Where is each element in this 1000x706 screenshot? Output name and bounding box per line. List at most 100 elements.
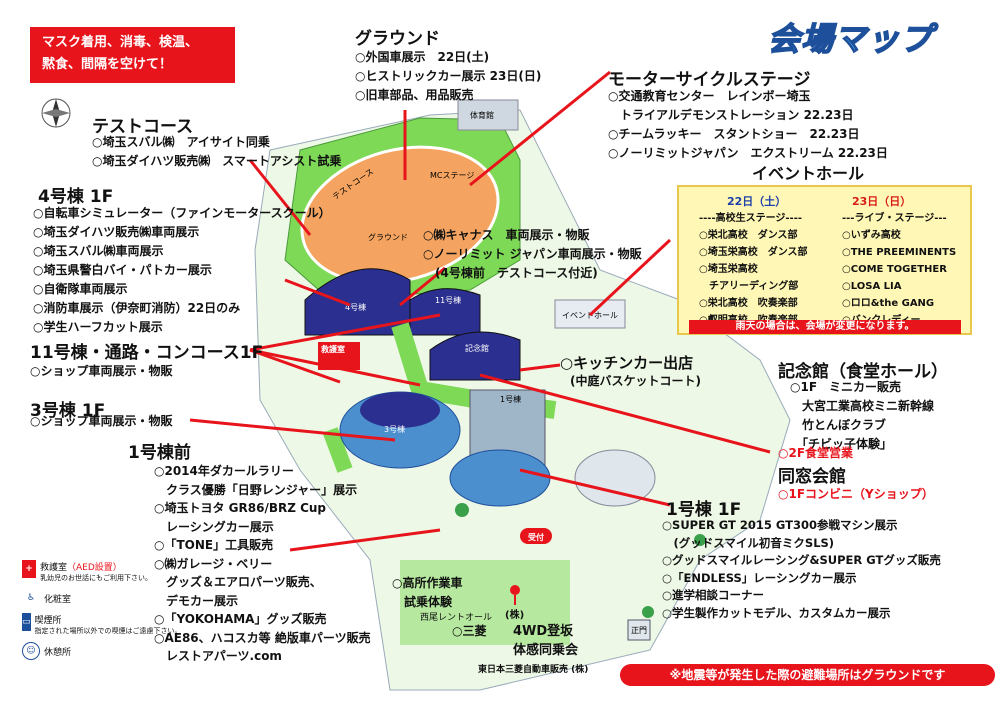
map-label-b3: 3号棟 [384, 424, 405, 434]
legend-first-aid-sub: 乳幼児のお世話にもご利用下さい。 [40, 574, 152, 582]
notice-line1: マスク着用、消毒、検温、 [42, 35, 199, 50]
event-day1-item: チアリーディング部 [699, 281, 799, 292]
motorcycle-item: トライアルデモンストレーション 22.23日 [608, 108, 854, 122]
event-day1-item: ○埼玉栄高校 ダンス部 [699, 247, 808, 258]
map-label-b11: 11号棟 [435, 295, 461, 305]
event-day2-item: ○COME TOGETHER [842, 264, 947, 275]
motorcycle-item: ○ノーリミットジャパン エクストリーム 22.23日 [608, 146, 888, 160]
b1-item: ○SUPER GT 2015 GT300参戦マシン展示 [662, 518, 898, 532]
kinenkan-header: 記念館（食堂ホール） [778, 362, 948, 382]
compass-icon [41, 98, 71, 128]
yonwd-company: 東日本三菱自動車販売 (株) [478, 665, 589, 675]
b1-front-item: ○2014年ダカールラリー [154, 464, 294, 478]
map-label-b1: 1号棟 [500, 394, 521, 404]
event-day1-item: ○栄北高校 ダンス部 [699, 230, 798, 241]
kitchen-sub: (中庭バスケットコート) [570, 374, 701, 388]
map-label-b4: 4号棟 [345, 302, 366, 312]
map-label-uketsuke: 受付 [528, 532, 544, 542]
test-course-header: テストコース [92, 117, 194, 137]
b11-header: 11号棟・通路・コンコース1F [30, 343, 264, 363]
takasho-items: ○高所作業車 試乗体験 [392, 574, 462, 612]
event-day2-item: ○ロロ&the GANG [842, 298, 935, 309]
tree-icon [642, 606, 654, 618]
ground-header: グラウンド [355, 29, 440, 49]
b1-header: 1号棟 1F [666, 500, 742, 520]
event-day2-stage: ---ライブ・ステージ--- [842, 213, 947, 224]
ground-item: ○外国車展示 22日(土) [355, 50, 490, 64]
map-label-event-hall: イベントホール [562, 311, 618, 320]
map-label-ground: グラウンド [368, 232, 408, 242]
event-day1-label: 22日（土） [727, 195, 787, 208]
kinenkan-2f: ○2F食堂営業 [778, 446, 854, 460]
event-day1-item: ○埼玉栄高校 [699, 264, 758, 275]
canas-item: ○ノーリミット ジャパン車両展示・物販 [423, 247, 642, 261]
mitsubishi-kabu: (株) [505, 610, 525, 621]
b1-front-item: グッズ＆エアロパーツ販売、 [154, 575, 322, 589]
dousoukai-item: ○1Fコンビニ（Yショップ） [778, 487, 934, 501]
test-course-item: ○埼玉スバル㈱ アイサイト同乗 [92, 135, 270, 149]
event-hall-box: 22日（土） ----高校生ステージ---- ○栄北高校 ダンス部 ○埼玉栄高校… [677, 185, 972, 335]
b1-front-item: クラス優勝「日野レンジャー」展示 [154, 482, 358, 497]
b4-item: ○消防車展示（伊奈町消防）22日のみ [33, 301, 241, 315]
b11-item: ○ショップ車両展示・物販 [30, 364, 173, 378]
b4-header: 4号棟 1F [38, 187, 114, 207]
yonwd-items: 4WD登坂 体感同乗会 [513, 622, 578, 660]
kinenkan-items: ○1F ミニカー販売 大宮工業高校ミニ新幹線 竹とんぼクラブ 「チビッ子体験」 [790, 378, 934, 454]
b1-front-item: ○「TONE」工具販売 [154, 538, 274, 552]
b1-front-items: ○2014年ダカールラリー クラス優勝「日野レンジャー」展示 ○埼玉トヨタ GR… [154, 462, 371, 666]
building-11 [409, 288, 481, 336]
legend-smoking-text: 喫煙所 指定された場所以外での喫煙はご遠慮下さい。 [35, 613, 182, 636]
event-day1: 22日（土） ----高校生ステージ---- ○栄北高校 ダンス部 ○埼玉栄高校… [699, 193, 808, 329]
event-day1-stage: ----高校生ステージ---- [699, 213, 803, 224]
kitchen-header: ○キッチンカー出店 [560, 354, 694, 372]
mitsubishi-item: ○三菱 [452, 624, 487, 638]
takasho-item: ○高所作業車 [392, 576, 463, 590]
map-label-gym: 体育館 [470, 110, 494, 120]
legend: + 救護室（AED設置） 乳幼児のお世話にもご利用下さい。 ♿ 化粧室 ▭ 喫煙… [22, 560, 182, 660]
notice-box: マスク着用、消毒、検温、 黙食、間隔を空けて！ [30, 27, 235, 83]
notice-line2: 黙食、間隔を空けて！ [42, 57, 173, 72]
event-day2-item: ○LOSA LIA [842, 281, 902, 292]
yonwd-item: 体感同乗会 [513, 643, 579, 658]
b1-item: (グッドスマイル初音ミクSLS) [662, 535, 835, 550]
ground-items: ○外国車展示 22日(土) ○ヒストリックカー展示 23日(日) ○旧車部品、用… [355, 48, 541, 105]
b1-front-item: デモカー展示 [154, 593, 239, 608]
legend-first-aid: + 救護室（AED設置） 乳幼児のお世話にもご利用下さい。 [22, 560, 152, 583]
legend-first-aid-text: 救護室（AED設置） 乳幼児のお世話にもご利用下さい。 [40, 560, 152, 583]
b1-front-item: ○AE86、ハコスカ等 絶版車パーツ販売 [154, 630, 371, 645]
legend-rest: ☺ 休憩所 [22, 642, 152, 660]
b4-items: ○自転車シミュレーター（ファインモータースクール） ○埼玉ダイハツ販売㈱車両展示… [33, 204, 331, 337]
dousoukai-header: 同窓会館 [778, 467, 846, 487]
test-course-items: ○埼玉スバル㈱ アイサイト同乗 ○埼玉ダイハツ販売㈱ スマートアシスト試乗 [92, 133, 341, 171]
b4-item: ○埼玉ダイハツ販売㈱車両展示 [33, 225, 200, 239]
b1-front-item: ○埼玉トヨタ GR86/BRZ Cup [154, 501, 327, 515]
reception-badge [520, 528, 552, 544]
b1-item: ○グッドスマイルレーシング&SUPER GTグッズ販売 [662, 553, 941, 567]
takasho-item: 試乗体験 [392, 595, 453, 609]
ground-item: ○ヒストリックカー展示 23日(日) [355, 69, 542, 83]
rest-area-icon: ☺ [22, 642, 40, 660]
b4-item: ○埼玉スバル㈱車両展示 [33, 244, 164, 258]
main-gate [627, 619, 651, 641]
kinenkan-building [429, 331, 521, 381]
walkway-path-south [322, 427, 353, 473]
b1-item: ○「ENDLESS」レーシングカー展示 [662, 570, 857, 585]
legend-smoking-sub: 指定された場所以外での喫煙はご遠慮下さい。 [34, 627, 182, 635]
b4-item: ○自転車シミュレーター（ファインモータースクール） [33, 206, 331, 220]
pointer-lines [189, 70, 771, 552]
lower-field [400, 560, 570, 645]
b1-front-item: レーシングカー展示 [154, 519, 274, 534]
event-day2-item: ○THE PREEMINENTS [842, 247, 957, 258]
tree-icon [455, 503, 469, 517]
building-3-roof [360, 392, 440, 428]
yonwd-item: 4WD登坂 [513, 624, 574, 639]
building-4 [304, 268, 411, 336]
map-label-kinenkan: 記念館 [465, 343, 489, 353]
kinenkan-item: 大宮工業高校ミニ新幹線 [790, 399, 935, 413]
b1-front-header: 1号棟前 [128, 443, 191, 463]
gym-building [457, 99, 519, 131]
map-label-seimon: 正門 [631, 626, 647, 635]
b4-item: ○埼玉県警白バイ・パトカー展示 [33, 263, 212, 277]
smoking-area-icon: ▭ [22, 613, 31, 631]
